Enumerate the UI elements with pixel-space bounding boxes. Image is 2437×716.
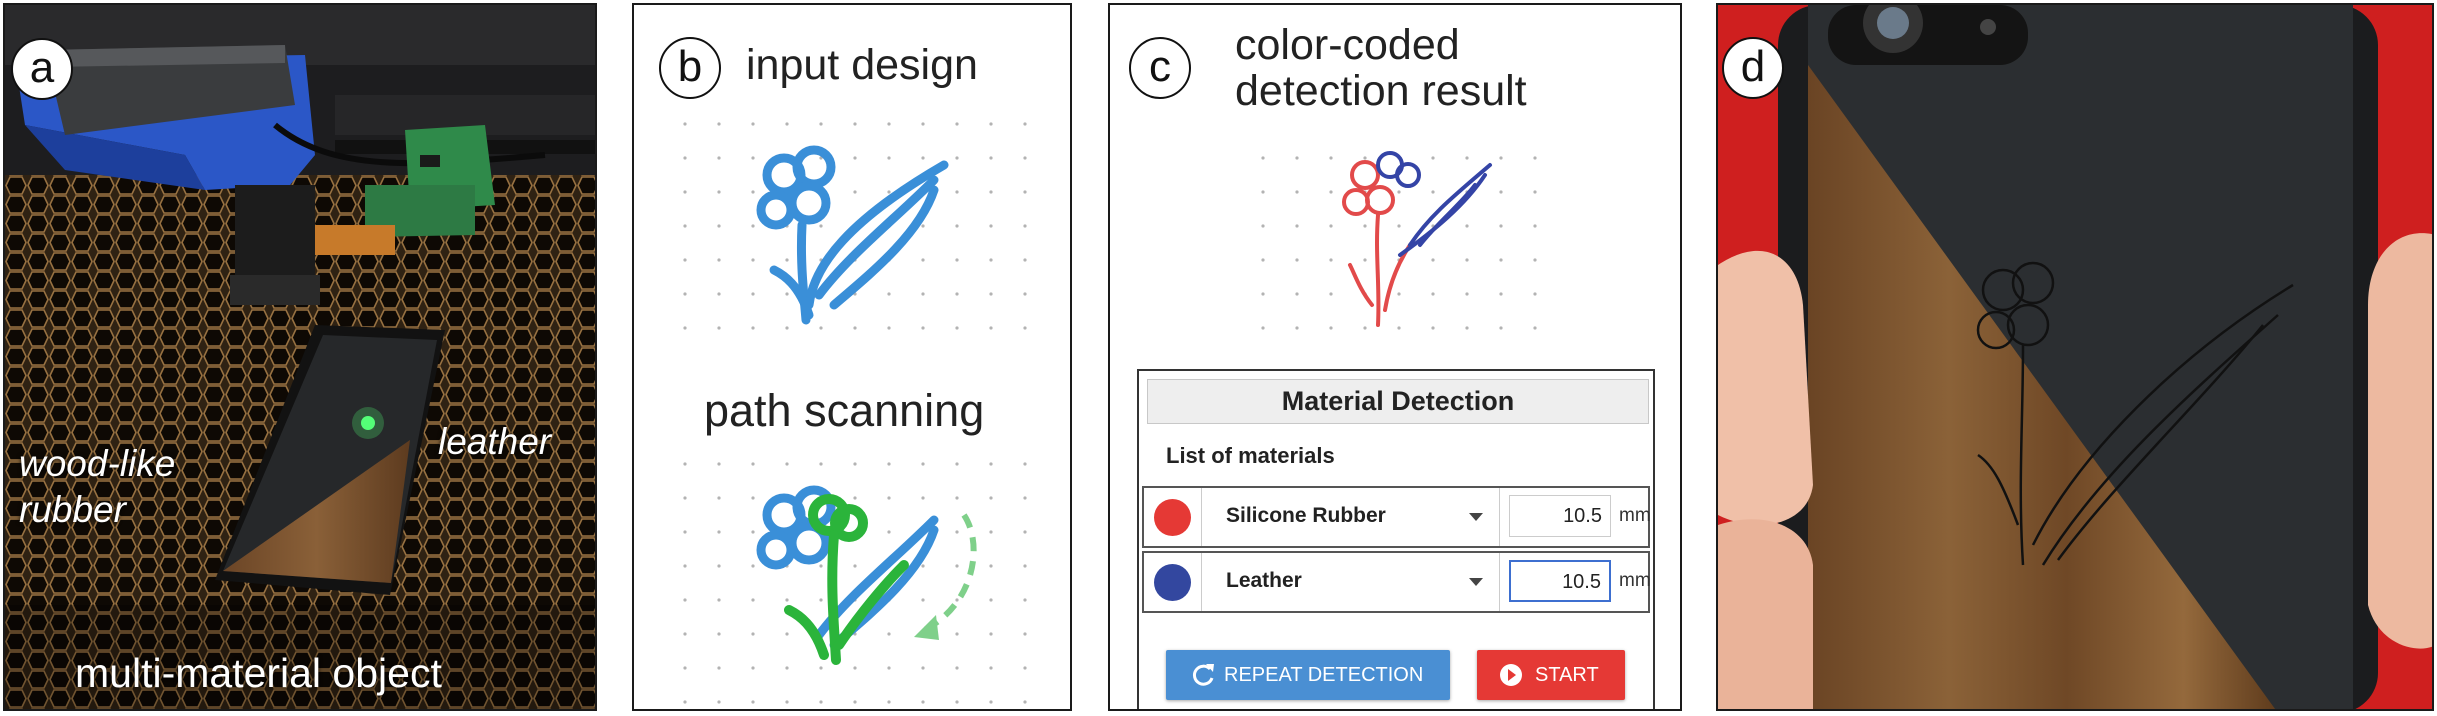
thickness-unit: mm	[1619, 570, 1651, 591]
panel-d-photo: d	[1716, 3, 2434, 711]
refresh-icon	[1192, 664, 1214, 686]
material-color-dot[interactable]	[1154, 499, 1191, 536]
play-icon	[1500, 664, 1522, 686]
scan-direction-arrow-icon	[922, 513, 977, 633]
flower-design-icon	[756, 145, 949, 325]
thickness-unit: mm	[1619, 505, 1651, 526]
thickness-input[interactable]: 10.5	[1509, 560, 1611, 602]
panel-label-b: b	[659, 37, 721, 99]
panel-label-d: d	[1722, 37, 1784, 99]
engraved-phone-case-photo	[1718, 5, 2432, 709]
chevron-down-icon	[1469, 578, 1483, 586]
panel-a-photo: a wood-like rubber leather multi-materia…	[3, 3, 597, 711]
panel-c-detection: c color-coded detection result Material …	[1108, 3, 1682, 711]
laser-cutter-photo	[5, 5, 595, 709]
material-row: Leather 10.5 mm	[1142, 551, 1651, 613]
thickness-input[interactable]: 10.5	[1509, 495, 1611, 537]
material-select-value: Leather	[1226, 569, 1302, 592]
repeat-detection-button[interactable]: REPEAT DETECTION	[1166, 650, 1450, 700]
panel-b-design: b input design path scanning	[632, 3, 1072, 711]
design-drawings	[674, 100, 1044, 705]
path-scanning-title: path scanning	[704, 385, 985, 436]
wood-rubber-label-line2: rubber	[19, 489, 126, 530]
start-label: START	[1535, 664, 1599, 686]
list-of-materials-label: List of materials	[1166, 443, 1335, 468]
scan-path-icon	[784, 494, 909, 665]
repeat-detection-label: REPEAT DETECTION	[1224, 664, 1424, 686]
start-button[interactable]: START	[1477, 650, 1625, 700]
detection-title-line2: detection result	[1235, 67, 1527, 115]
material-detection-panel: Material Detection List of materials Sil…	[1137, 369, 1655, 709]
detection-result-drawing	[1250, 145, 1540, 345]
material-row: Silicone Rubber 10.5 mm	[1142, 486, 1651, 548]
material-select[interactable]: Silicone Rubber	[1201, 488, 1500, 546]
engraved-flower-icon	[1976, 261, 2294, 566]
panel-label-a: a	[11, 38, 73, 100]
detection-title-line1: color-coded	[1235, 21, 1460, 69]
leather-label: leather	[438, 421, 552, 462]
material-select-value: Silicone Rubber	[1226, 504, 1386, 527]
material-detection-title: Material Detection	[1147, 379, 1649, 424]
wood-rubber-label-line1: wood-like	[19, 443, 176, 484]
material-color-dot[interactable]	[1154, 564, 1191, 601]
multi-material-object-label: multi-material object	[75, 650, 442, 696]
chevron-down-icon	[1469, 513, 1483, 521]
panel-label-c: c	[1129, 37, 1191, 99]
material-select[interactable]: Leather	[1201, 553, 1500, 611]
input-design-title: input design	[746, 41, 978, 89]
